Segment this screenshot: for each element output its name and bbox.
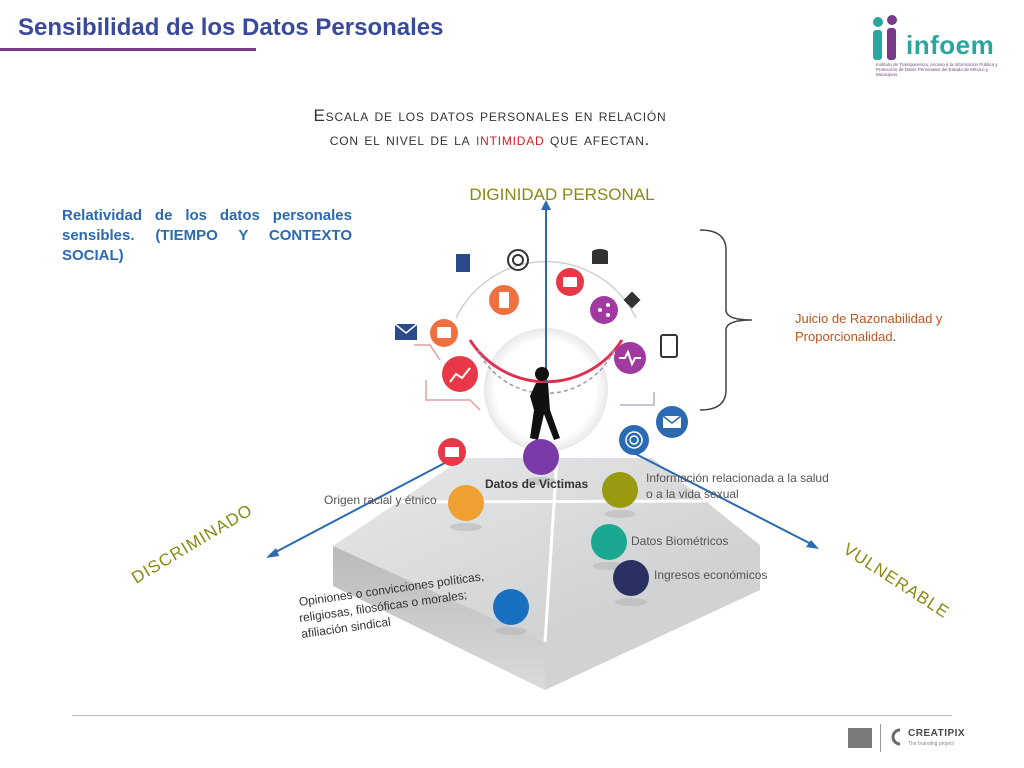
footer-divider xyxy=(72,715,952,716)
title-underline xyxy=(0,48,256,51)
axis-top-label: DIGINIDAD PERSONAL xyxy=(469,185,654,204)
dot-salud xyxy=(602,472,638,508)
infoem-logo-subtitle: Instituto de Transparencia, Acceso a la … xyxy=(876,62,998,77)
envelope-icon xyxy=(394,323,418,340)
database-icon xyxy=(592,249,608,264)
dot-ingresos xyxy=(613,560,649,596)
footer-separator xyxy=(880,724,881,752)
label-salud-1: Información relacionada a la salud xyxy=(646,471,829,485)
dot-biometricos xyxy=(591,524,627,560)
subtitle-line-2: con el nivel de la intimidad que afectan… xyxy=(260,128,720,152)
creatipix-tagline: The branding project xyxy=(908,741,954,747)
infoem-logo xyxy=(868,14,998,78)
dot-origen-shadow xyxy=(450,523,482,531)
label-origen: Origen racial y étnico xyxy=(324,493,437,507)
heartbeat-icon xyxy=(614,342,646,374)
label-ingresos: Ingresos económicos xyxy=(654,568,767,582)
label-biometricos: Datos Biométricos xyxy=(631,534,728,548)
axis-right-label: VULNERABLE xyxy=(840,539,953,622)
id-card-icon xyxy=(430,319,458,347)
axis-left-label: DISCRIMINADO xyxy=(128,500,256,587)
dot-victimas-shadow xyxy=(525,477,557,485)
dot-salud-shadow xyxy=(604,510,636,518)
card-icon xyxy=(556,268,584,296)
slide-subtitle: Escala de los datos personales en relaci… xyxy=(260,104,720,152)
footer-square xyxy=(848,728,872,748)
infoem-logo-mark xyxy=(873,15,897,60)
device-icon xyxy=(489,285,519,315)
person-icon xyxy=(530,367,560,440)
dot-ingresos-shadow xyxy=(615,598,647,606)
mail-circle-icon xyxy=(656,406,688,438)
tag-icon xyxy=(623,291,641,309)
diagonal-arrows xyxy=(266,449,819,558)
relatividad-note: Relatividad de los datos personales sens… xyxy=(62,207,352,264)
juicio-note: Juicio de Razonabilidad y Proporcionalid… xyxy=(795,310,975,346)
folder-circle-icon xyxy=(438,438,466,466)
label-salud-2: o a la vida sexual xyxy=(646,487,739,501)
juicio-text: Juicio de Razonabilidad y Proporcionalid… xyxy=(795,311,943,344)
juicio-period: . xyxy=(892,329,897,344)
platform xyxy=(333,457,760,690)
fingerprint-circle-icon xyxy=(619,425,649,455)
subtitle-line-1: Escala de los datos personales en relaci… xyxy=(313,106,667,125)
creatipix-logo-icon xyxy=(891,728,901,746)
juicio-bracket xyxy=(699,229,753,411)
creatipix-brand: CREATIPIX xyxy=(908,728,966,739)
dot-origen xyxy=(448,485,484,521)
subtitle-highlight: intimidad xyxy=(475,130,545,149)
label-victimas: Datos de Victimas xyxy=(485,477,588,491)
fingerprint-icon xyxy=(507,249,529,271)
data-dots xyxy=(448,439,649,635)
chart-icon xyxy=(442,356,478,392)
subtitle-line-2-after: que afectan. xyxy=(550,130,651,149)
subtitle-line-2-before: con el nivel de la xyxy=(329,130,471,149)
tablet-icon xyxy=(660,334,678,358)
dot-victimas xyxy=(523,439,559,475)
share-icon xyxy=(590,296,618,324)
infoem-logo-word: infoem xyxy=(906,30,995,60)
document-icon xyxy=(456,254,470,272)
icon-ring xyxy=(394,249,688,466)
dot-opiniones-shadow xyxy=(495,627,527,635)
dot-opiniones xyxy=(493,589,529,625)
slide-title: Sensibilidad de los Datos Personales xyxy=(18,14,444,41)
